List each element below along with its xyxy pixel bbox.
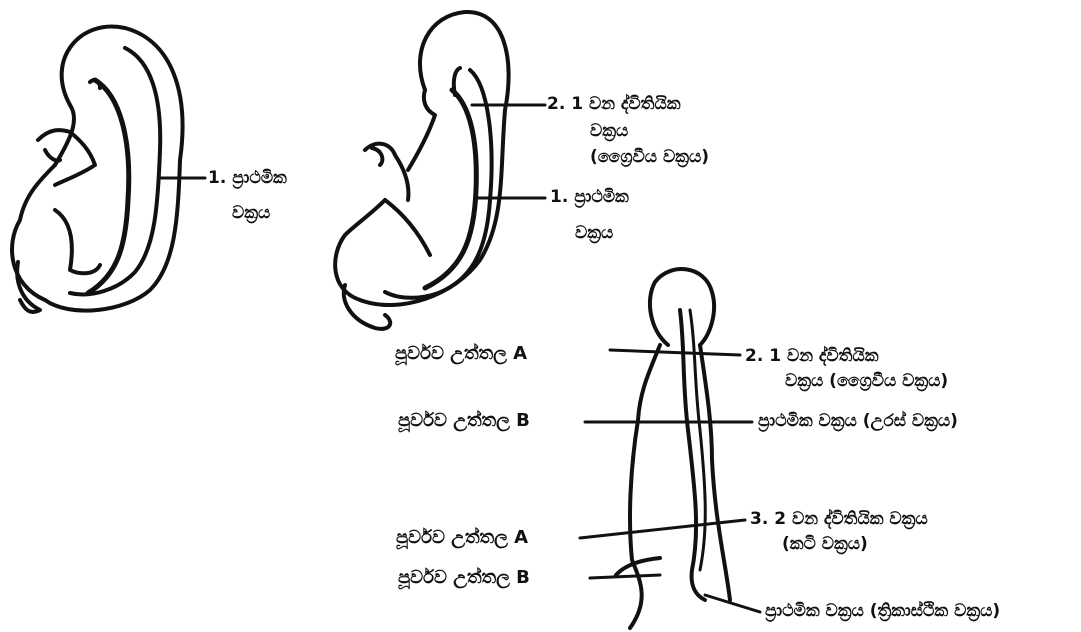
label-text: 2 වන ද්විතියික වක්‍රය (774, 509, 927, 529)
plane-line-1 (610, 350, 740, 355)
adult-cervical-label: 2. 1 වන ද්විතියික (745, 345, 879, 367)
label-number: 2. (745, 346, 763, 366)
label-text: 1 වන ද්විතියික (769, 346, 878, 366)
fetus-spine-primary-curve (88, 80, 129, 293)
infant-primary-label: 1. ප්‍රාථමික (550, 186, 629, 208)
infant-cervical-label-line2: වක්‍රය (590, 120, 628, 142)
fetus-outline (12, 27, 182, 312)
label-number: 3. (750, 509, 768, 529)
adult-lumbar-label: 3. 2 වන ද්විතියික වක්‍රය (750, 508, 928, 530)
plane-label-4: පූර්වව උත්තල B (398, 567, 530, 589)
plane-line-4 (590, 575, 660, 578)
adult-leader-sacral (705, 595, 760, 612)
infant-primary-label-line2: වක්‍රය (575, 222, 613, 244)
label-text: ප්‍රාථමික (574, 187, 629, 207)
plane-label-1: පූර්වව උත්තල A (395, 343, 527, 365)
infant-outline (335, 12, 508, 329)
plane-label-3: පූර්වව උත්තල A (396, 527, 528, 549)
fetus-primary-label: 1. ප්‍රාථමික (208, 167, 287, 189)
adult-sacral-label: ප්‍රාථමික වක්‍රය (ත්‍රිකාස්ථික වක්‍රය) (765, 600, 1000, 622)
label-number: 1. (208, 168, 226, 188)
label-text: ප්‍රාථමික (232, 168, 287, 188)
infant-cervical-label-line3: (ග්‍රෛවීය වක්‍රය) (590, 146, 709, 168)
plane-label-2: පූර්වව උත්තල B (398, 410, 530, 432)
label-text: 1 වන ද්විතියික (571, 94, 680, 114)
adult-lumbar-label-line2: (කටි වක්‍රය) (782, 533, 868, 555)
label-number: 1. (550, 187, 568, 207)
infant-cervical-label: 2. 1 වන ද්විතියික (547, 93, 681, 115)
adult-outline (616, 269, 730, 628)
label-number: 2. (547, 94, 565, 114)
adult-cervical-label-line2: වක්‍රය (ග්‍රෛවීය වක්‍රය) (785, 370, 948, 392)
fetus-primary-label-line2: වක්‍රය (232, 202, 270, 224)
adult-thoracic-label: ප්‍රාථමික වක්‍රය (උරස් වක්‍රය) (758, 410, 958, 432)
